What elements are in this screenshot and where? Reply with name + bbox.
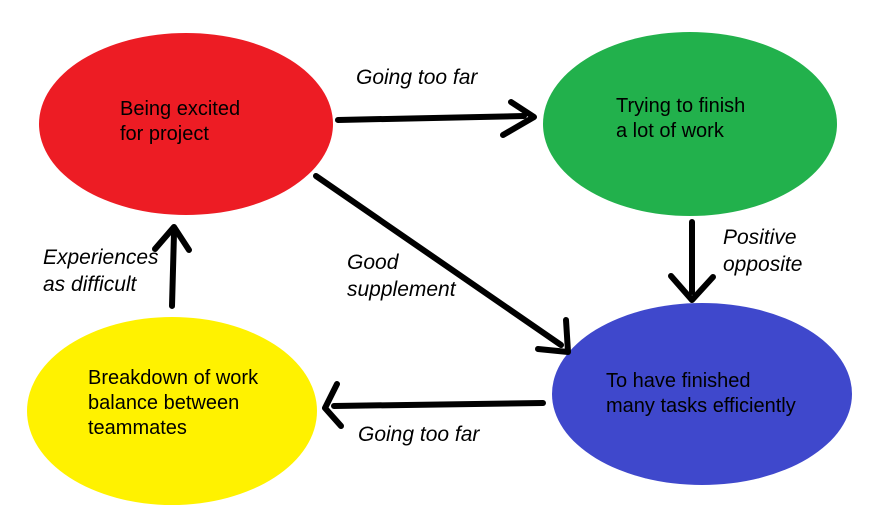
edge-label-positive-opposite: Positive opposite [723,226,803,276]
node-breakdown-ellipse [27,317,317,505]
arrowhead-excited-to-finished [535,317,571,355]
edge-label-good-supplement: Good supplement [347,251,456,301]
arrow-excited-to-finished [313,173,564,348]
edge-arrows [152,99,716,429]
node-breakdown-label: Breakdown of work balance between teamma… [88,367,259,439]
arrowhead-breakdown-to-excited [152,224,192,253]
arrow-excited-to-trying [335,113,527,123]
node-finished-tasks-ellipse [552,303,852,485]
arrow-finished-to-breakdown [331,400,546,409]
node-finished-tasks-label: To have finished many tasks efficiently [606,370,796,417]
node-being-excited-ellipse [39,33,333,215]
node-trying-finish-ellipse [543,32,837,216]
node-being-excited-label: Being excited for project [120,98,241,145]
arrowhead-excited-to-trying [500,99,537,138]
edge-label-going-too-far-top: Going too far [356,66,478,89]
arrow-breakdown-to-excited [169,230,177,309]
edge-label-experiences-as-difficult: Experiences as difficult [43,246,159,296]
arrowhead-finished-to-breakdown [322,381,344,429]
node-trying-finish-label: Trying to finish a lot of work [616,95,746,142]
edge-label-going-too-far-bottom: Going too far [358,423,480,446]
arrowhead-trying-to-finished [668,273,716,303]
